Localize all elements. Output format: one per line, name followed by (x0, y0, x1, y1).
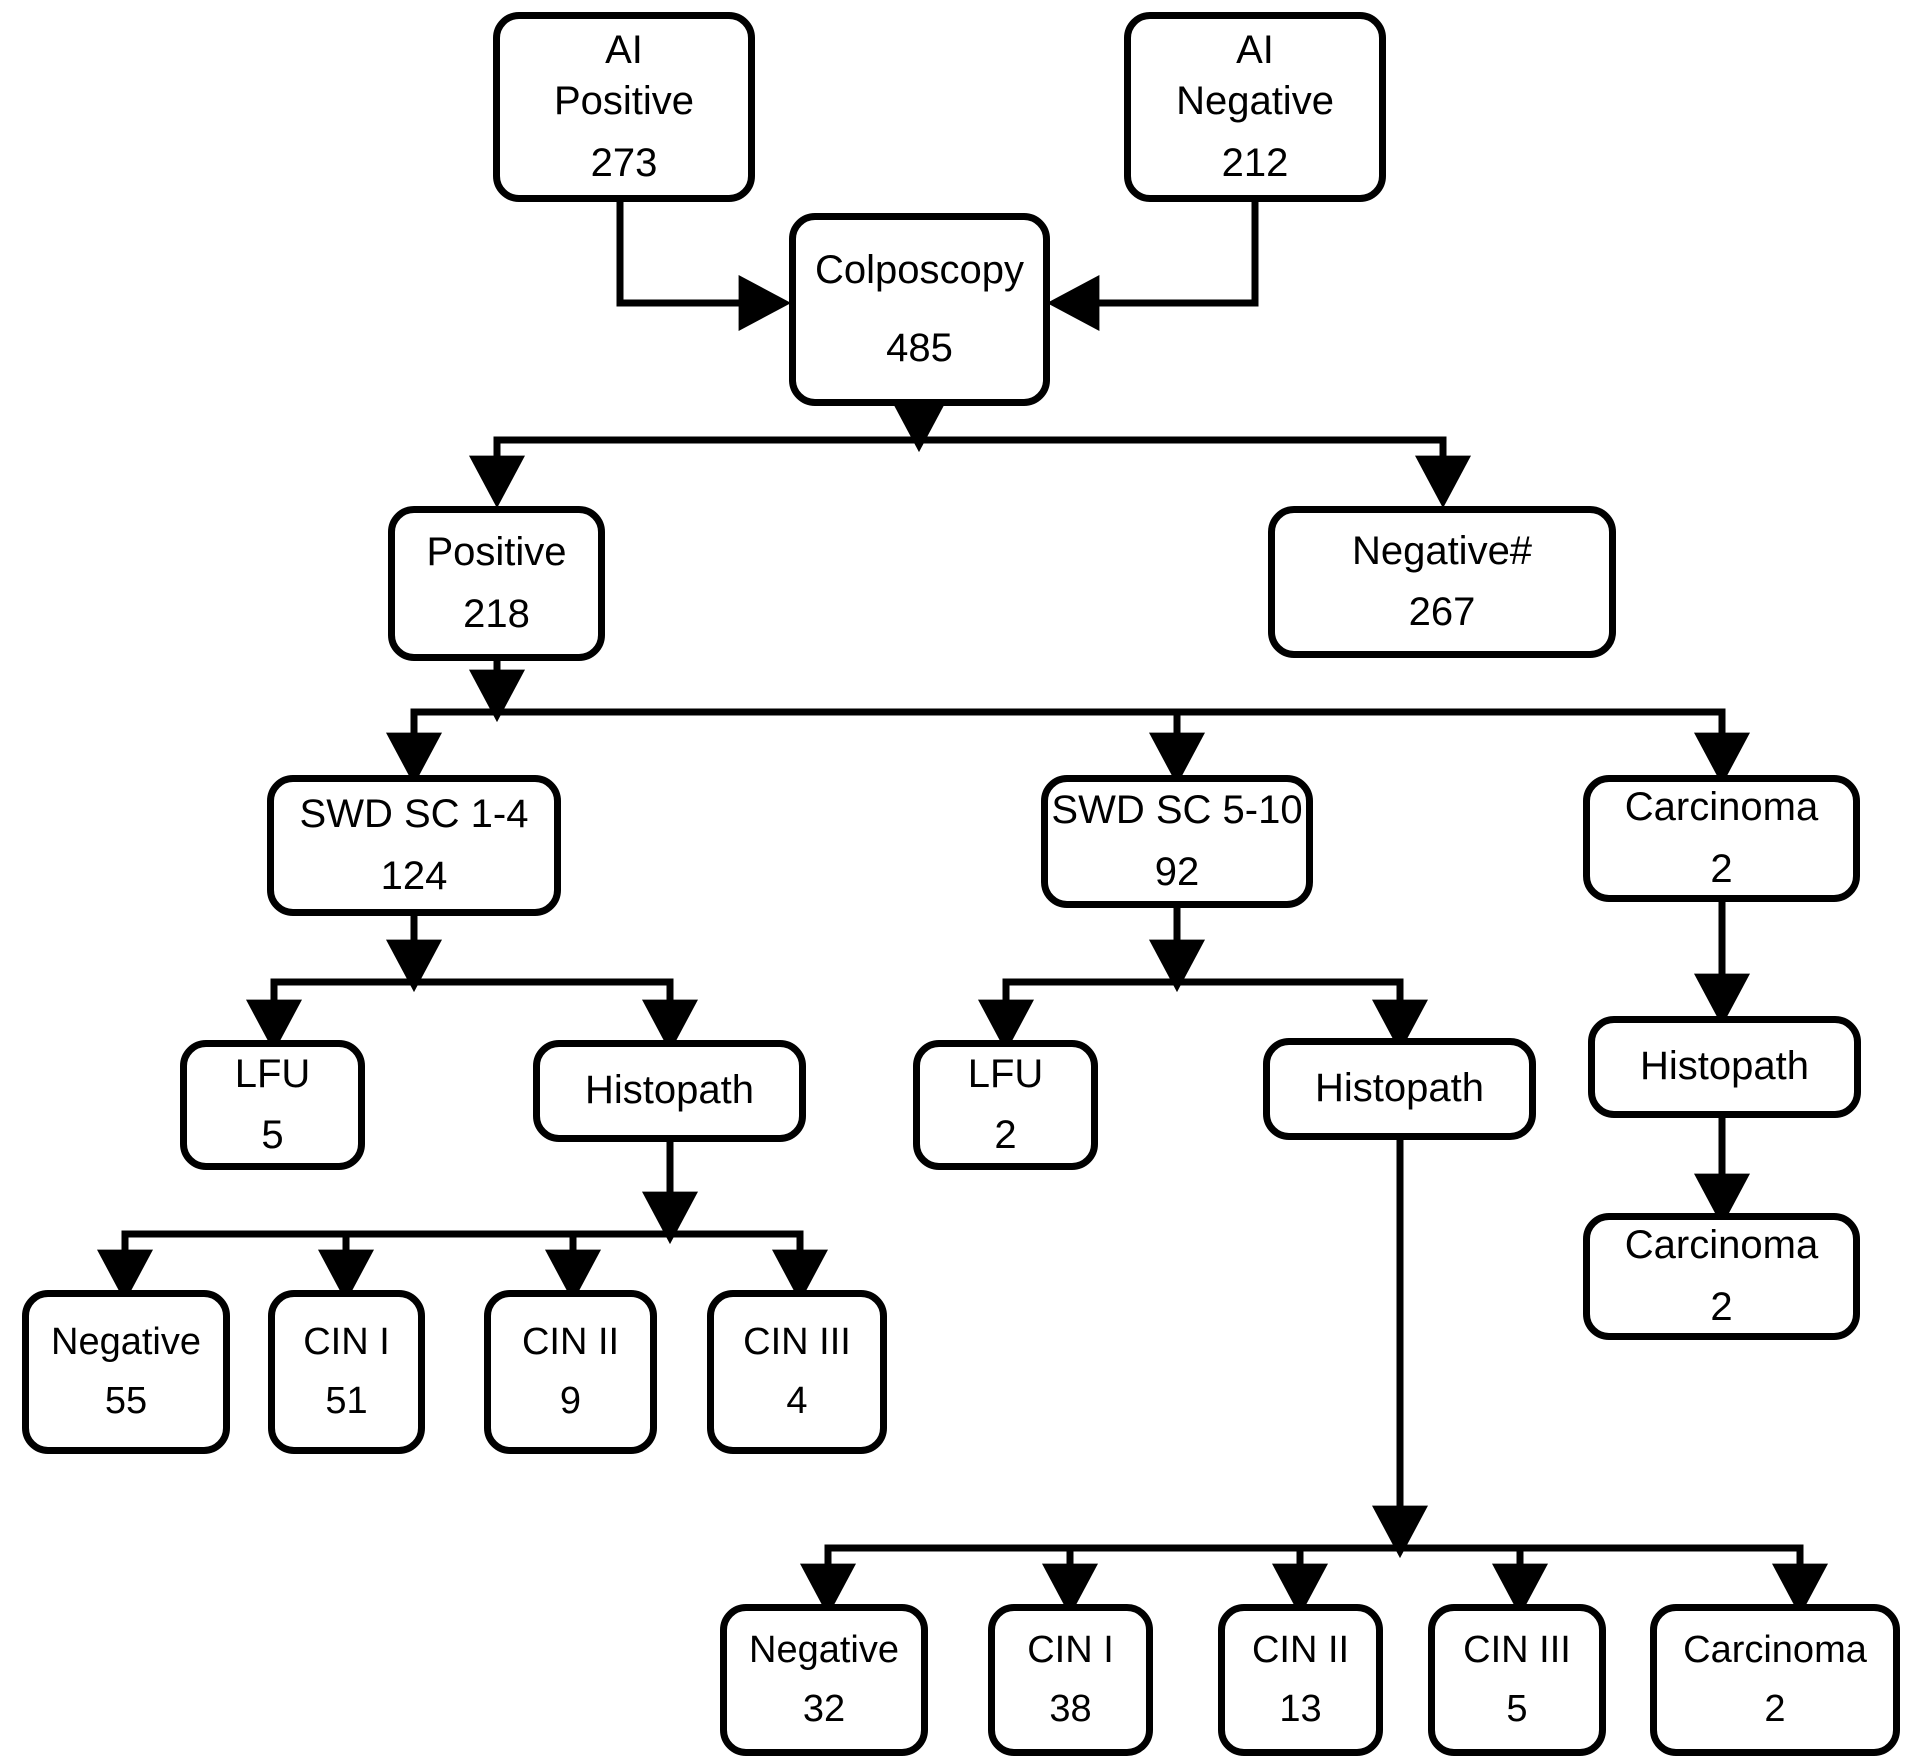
node-left-cin3-label: CIN III (743, 1321, 851, 1364)
node-ai-negative-value: 212 (1221, 140, 1289, 185)
node-histopath-mid-label: Histopath (1315, 1066, 1484, 1111)
node-swd-sc-1-4-label: SWD SC 1-4 (299, 792, 529, 837)
node-ai-negative[interactable]: AI Negative 212 (1124, 12, 1386, 202)
node-left-cin2-label: CIN II (521, 1321, 620, 1364)
node-left-cin2-value: 9 (559, 1380, 582, 1422)
node-histopath-right-label: Histopath (1640, 1044, 1809, 1089)
node-colposcopy-label: Colposcopy (814, 248, 1024, 293)
node-ai-positive-label-line1: AI (605, 28, 643, 73)
node-bottom-cin2-value: 13 (1279, 1688, 1322, 1730)
node-lfu-mid-value: 2 (994, 1113, 1017, 1157)
node-bottom-carcinoma[interactable]: Carcinoma 2 (1650, 1604, 1900, 1756)
node-left-negative[interactable]: Negative 55 (22, 1290, 230, 1454)
node-histopath-left-label: Histopath (585, 1068, 754, 1113)
node-lfu-left-value: 5 (261, 1113, 284, 1157)
node-ai-positive-value: 273 (590, 140, 658, 185)
node-left-negative-label: Negative (51, 1321, 201, 1364)
node-swd-sc-1-4-value: 124 (380, 853, 448, 898)
node-left-cin1-value: 51 (325, 1380, 368, 1422)
node-colposcopy-value: 485 (886, 325, 953, 370)
node-bottom-cin1-value: 38 (1049, 1688, 1092, 1730)
node-lfu-left[interactable]: LFU 5 (180, 1040, 365, 1170)
node-carcinoma-right-label: Carcinoma (1624, 1223, 1819, 1268)
node-swd-sc-1-4[interactable]: SWD SC 1-4 124 (267, 775, 561, 916)
node-lfu-mid[interactable]: LFU 2 (913, 1040, 1098, 1170)
node-ai-positive-label-line2: Positive (553, 79, 695, 124)
node-histopath-mid[interactable]: Histopath (1263, 1038, 1536, 1140)
node-lfu-mid-label: LFU (967, 1051, 1044, 1096)
node-swd-sc-5-10-label: SWD SC 5-10 (1051, 788, 1303, 833)
node-bottom-negative[interactable]: Negative 32 (720, 1604, 928, 1756)
node-carcinoma-colposcopy-label: Carcinoma (1624, 785, 1819, 830)
edge-ai-negative-to-colposcopy (1046, 196, 1259, 331)
node-bottom-negative-label: Negative (749, 1629, 899, 1672)
node-bottom-cin2[interactable]: CIN II 13 (1218, 1604, 1383, 1756)
node-left-cin1[interactable]: CIN I 51 (268, 1290, 425, 1454)
node-bottom-cin3[interactable]: CIN III 5 (1428, 1604, 1606, 1756)
node-carcinoma-colposcopy-value: 2 (1710, 846, 1733, 891)
node-carcinoma-right[interactable]: Carcinoma 2 (1583, 1213, 1860, 1340)
node-bottom-cin3-label: CIN III (1463, 1629, 1571, 1672)
node-bottom-cin3-value: 5 (1506, 1688, 1528, 1730)
node-swd-sc-5-10[interactable]: SWD SC 5-10 92 (1041, 775, 1313, 908)
node-bottom-cin1-label: CIN I (1027, 1629, 1114, 1672)
node-ai-positive[interactable]: AI Positive 273 (493, 12, 755, 202)
node-bottom-cin1[interactable]: CIN I 38 (988, 1604, 1153, 1756)
node-colposcopy-positive-label: Positive (426, 530, 567, 575)
node-left-cin1-label: CIN I (303, 1321, 390, 1364)
node-bottom-carcinoma-label: Carcinoma (1683, 1629, 1867, 1672)
node-colposcopy-positive[interactable]: Positive 218 (388, 506, 605, 661)
node-colposcopy-negative[interactable]: Negative# 267 (1268, 506, 1616, 658)
node-ai-negative-label-line2: Negative (1176, 79, 1334, 124)
node-swd-sc-5-10-value: 92 (1154, 849, 1200, 894)
node-left-negative-value: 55 (104, 1380, 148, 1422)
node-colposcopy-positive-value: 218 (463, 591, 530, 636)
node-lfu-left-label: LFU (234, 1051, 311, 1096)
node-carcinoma-right-value: 2 (1710, 1284, 1733, 1329)
node-carcinoma-colposcopy[interactable]: Carcinoma 2 (1583, 775, 1860, 902)
node-left-cin3[interactable]: CIN III 4 (707, 1290, 887, 1454)
node-bottom-cin2-label: CIN II (1251, 1629, 1350, 1672)
node-bottom-carcinoma-value: 2 (1764, 1688, 1786, 1730)
node-histopath-left[interactable]: Histopath (533, 1040, 806, 1142)
node-left-cin2[interactable]: CIN II 9 (484, 1290, 657, 1454)
node-colposcopy-negative-value: 267 (1408, 590, 1476, 634)
node-colposcopy-negative-label: Negative# (1351, 528, 1533, 573)
node-left-cin3-value: 4 (786, 1380, 808, 1422)
edge-ai-positive-to-colposcopy (616, 196, 792, 331)
node-histopath-right[interactable]: Histopath (1588, 1016, 1861, 1118)
node-ai-negative-label-line1: AI (1236, 28, 1274, 73)
node-colposcopy[interactable]: Colposcopy 485 (789, 213, 1050, 406)
node-bottom-negative-value: 32 (802, 1688, 846, 1730)
